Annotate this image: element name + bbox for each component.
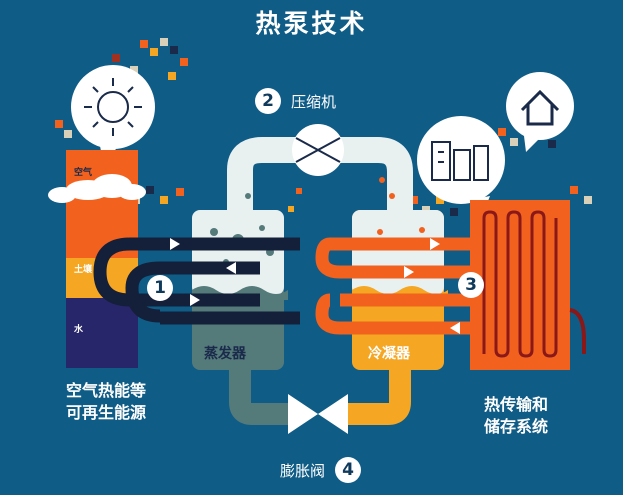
evaporator-label: 蒸发器: [204, 346, 246, 362]
step-number-badge-1: 1: [147, 275, 173, 301]
step-number-badge: 4: [335, 457, 362, 483]
compressor-step: 2 压缩机: [255, 88, 336, 114]
cold-coil: [93, 237, 300, 325]
step-number-badge-3: 3: [458, 272, 484, 298]
heat-storage-radiator: [470, 200, 586, 370]
expansion-valve-label: 膨胀阀: [280, 461, 326, 480]
gas-pipe: [227, 137, 413, 212]
hot-coil-arrows: [404, 238, 460, 334]
source-caption: 空气热能等 可再生能源: [46, 380, 166, 424]
output-caption-line1: 热传输和: [483, 395, 548, 414]
output-caption: 热传输和 储存系统: [456, 394, 576, 438]
layer-label-air: 空气: [74, 168, 93, 178]
source-caption-line1: 空气热能等: [65, 381, 146, 400]
step-number-badge: 2: [255, 88, 281, 114]
renewable-source-column: [48, 150, 146, 368]
condenser-label: 冷凝器: [368, 346, 410, 362]
expansion-valve: [288, 394, 348, 434]
output-caption-line2: 储存系统: [483, 417, 548, 436]
expansion-valve-step: 膨胀阀 4: [280, 457, 362, 483]
cold-coil-arrows: [170, 238, 236, 306]
layer-label-water: 水: [74, 325, 84, 335]
page-title: 热泵技术: [255, 9, 368, 38]
layer-label-soil: 土壤: [74, 265, 93, 275]
source-caption-line2: 可再生能源: [65, 403, 146, 422]
compressor: [292, 124, 344, 176]
hot-coil: [315, 237, 470, 335]
compressor-label: 压缩机: [291, 92, 337, 111]
house-icon-bubble: [506, 72, 574, 152]
liquid-return-pipe: [229, 368, 411, 425]
